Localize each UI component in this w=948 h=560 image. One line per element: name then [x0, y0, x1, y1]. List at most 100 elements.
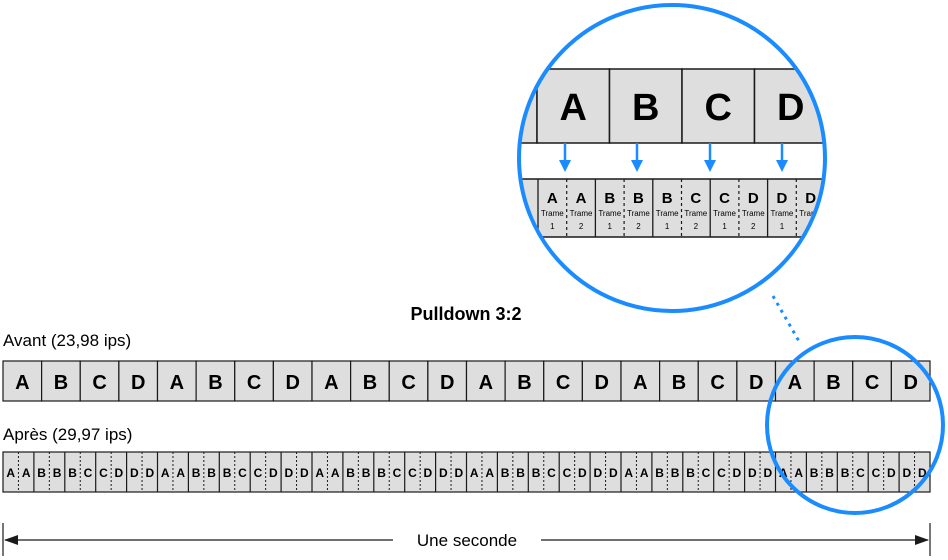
zoom-field-label: Trame [656, 209, 679, 218]
zoom-field-cell [710, 179, 739, 237]
field-cell [574, 452, 591, 492]
field-cell [126, 452, 143, 492]
source-frame-letter: D [440, 372, 454, 394]
field-letter: A [22, 466, 31, 480]
field-cell [682, 452, 699, 492]
zoom-field-label: Trame [742, 209, 765, 218]
field-cell [481, 452, 498, 492]
field-letter: D [115, 466, 124, 480]
field-cell [543, 452, 560, 492]
field-cell [667, 452, 683, 492]
field-letter: B [362, 466, 371, 480]
source-frame [272, 360, 313, 402]
field-letter: C [238, 466, 247, 480]
field-cell [188, 452, 204, 492]
zoom-field-partial [519, 179, 538, 237]
scale-arrow-right [915, 535, 929, 545]
source-frame [41, 360, 81, 402]
zoom-field-label: Trame [598, 209, 621, 218]
field-letter: D [902, 466, 911, 480]
after-label: Après (29,97 ips) [3, 425, 132, 444]
zoom-field-letter: A [547, 190, 558, 207]
field-cell [435, 452, 452, 492]
source-frame-letter: C [865, 372, 879, 394]
field-letter: C [99, 466, 108, 480]
pulldown-arrowhead [559, 160, 571, 172]
field-letter: B [501, 466, 510, 480]
source-frame [543, 360, 583, 402]
field-letter: B [686, 466, 695, 480]
field-cell [636, 452, 652, 492]
zoom-field-letter: D [748, 190, 759, 207]
zoom-field-number: 1 [780, 222, 785, 231]
zoom-field-letter: D [805, 190, 816, 207]
zoom-field-letter: B [633, 190, 644, 207]
source-frame [774, 360, 815, 402]
field-cell [451, 452, 467, 492]
zoom-field-number: 1 [722, 222, 727, 231]
field-cell [760, 452, 776, 492]
field-cell [203, 452, 220, 492]
field-cell [296, 452, 312, 492]
field-letter: A [176, 466, 185, 480]
field-letter: D [269, 466, 278, 480]
field-letter: A [485, 466, 494, 480]
field-letter: A [640, 466, 649, 480]
field-letter: B [37, 466, 46, 480]
zoom-field-number: 1 [665, 222, 670, 231]
source-frame-letter: B [826, 372, 840, 394]
field-letter: B [223, 466, 232, 480]
source-frame-letter: C [92, 372, 106, 394]
field-cell [250, 452, 266, 492]
field-cell [281, 452, 297, 492]
field-cell [559, 452, 575, 492]
field-letter: B [825, 466, 834, 480]
source-frame-letter: A [170, 372, 184, 394]
source-frame-letter: B [363, 372, 377, 394]
zoom-field-letter: B [604, 190, 615, 207]
field-letter: D [300, 466, 309, 480]
field-letter: C [408, 466, 417, 480]
field-letter: C [702, 466, 711, 480]
zoom-field-label: Trame [627, 209, 650, 218]
zoom-field-cell [681, 179, 711, 237]
zoom-field-letter: C [690, 190, 701, 207]
field-letter: C [856, 466, 865, 480]
field-cell [512, 452, 529, 492]
field-letter: B [53, 466, 62, 480]
field-letter: B [841, 466, 850, 480]
field-letter: C [393, 466, 402, 480]
field-cell [729, 452, 745, 492]
magnifier-circle [765, 335, 945, 515]
field-cell [157, 452, 173, 492]
field-cell [64, 452, 81, 492]
field-cell [404, 452, 421, 492]
zoom-field-letter: D [777, 190, 788, 207]
source-frame [311, 360, 352, 402]
zoom-field-number: 2 [579, 222, 584, 231]
source-frame [659, 360, 699, 402]
field-letter: D [887, 466, 896, 480]
source-frame-letter: A [633, 372, 647, 394]
field-letter: D [284, 466, 293, 480]
field-letter: B [655, 466, 664, 480]
field-letter: D [609, 466, 618, 480]
pulldown-arrowhead [776, 160, 788, 172]
pulldown-arrowhead [704, 160, 716, 172]
source-frame-letter: C [247, 372, 261, 394]
field-letter: C [717, 466, 726, 480]
source-frame-letter: D [131, 372, 145, 394]
field-cell [698, 452, 714, 492]
duration-scale: Une seconde [2, 523, 931, 556]
source-frame [427, 360, 468, 402]
source-frame-letter: B [672, 372, 686, 394]
zoom-field-number: 2 [751, 222, 756, 231]
zoom-frame-letter: B [632, 87, 659, 129]
field-cell [312, 452, 328, 492]
field-cell [868, 452, 884, 492]
source-frame [581, 360, 622, 402]
source-frame [504, 360, 545, 402]
zoom-field-letter: A [576, 190, 587, 207]
field-letter: A [794, 466, 803, 480]
